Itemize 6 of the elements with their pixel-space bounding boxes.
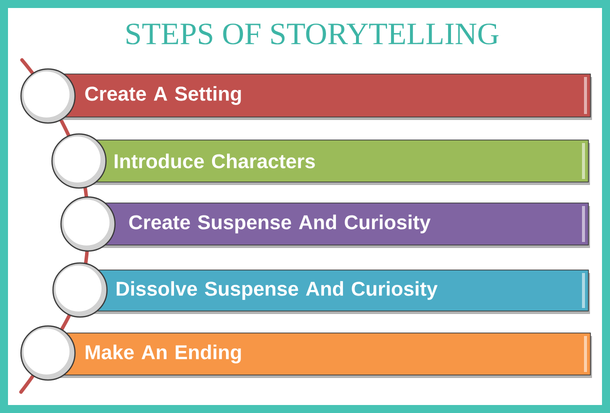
step-bar: Introduce Characters bbox=[82, 140, 590, 185]
step-bar: Make An Ending bbox=[52, 332, 592, 378]
step-bar: Create Suspense And Curiosity bbox=[92, 202, 590, 248]
step-bar: Create A Setting bbox=[52, 74, 592, 120]
title: STEPS OF STORYTELLING bbox=[126, 24, 498, 44]
step-bar: Dissolve Suspense And Curiosity bbox=[82, 270, 590, 314]
